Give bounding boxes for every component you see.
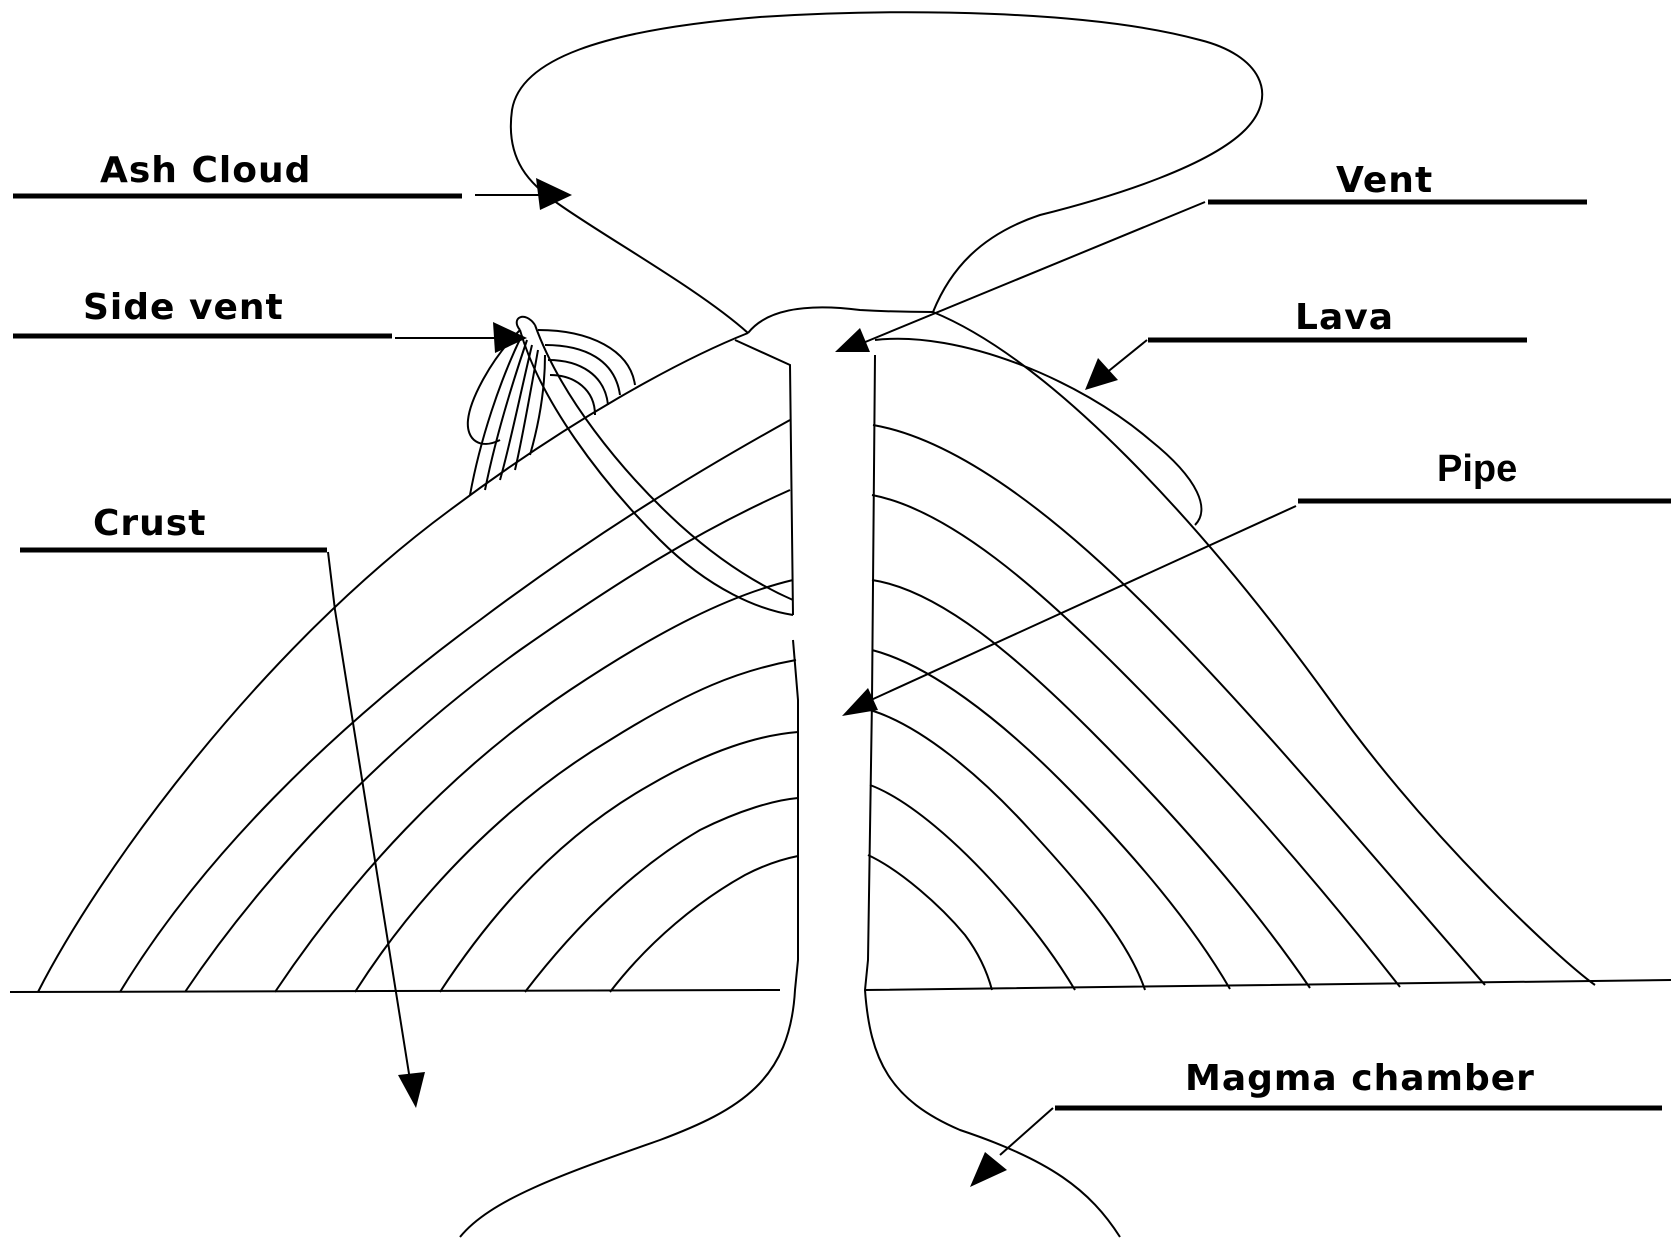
vent-pointer	[858, 202, 1205, 345]
magma-chamber-arrowhead	[970, 1152, 1007, 1187]
ash-cloud-arrowhead	[536, 178, 572, 210]
lava-flow-outline	[875, 339, 1201, 525]
label-pipe: Pipe	[1437, 450, 1517, 488]
crust-arrowhead	[398, 1072, 425, 1108]
vent-cap	[748, 307, 933, 333]
label-ash-cloud: Ash Cloud	[100, 153, 311, 189]
ash-cloud-outline	[511, 12, 1262, 333]
lava-arrowhead	[1085, 358, 1118, 390]
label-side-vent: Side vent	[83, 290, 284, 326]
pipe-right-wall	[865, 355, 1120, 1237]
label-vent: Vent	[1336, 163, 1433, 199]
left-strata	[120, 420, 798, 992]
ground-line	[10, 980, 1671, 992]
label-crust: Crust	[93, 506, 206, 542]
label-magma-chamber: Magma chamber	[1185, 1061, 1535, 1097]
pipe-pointer	[860, 506, 1296, 705]
crust-pointer	[328, 552, 410, 1080]
label-lava: Lava	[1295, 300, 1394, 336]
arrowheads	[398, 178, 1118, 1187]
side-vent	[468, 317, 793, 615]
magma-chamber-pointer	[1000, 1108, 1053, 1155]
vent-arrowhead	[835, 328, 870, 352]
side-vent-arrowhead	[493, 322, 527, 353]
leader-lines	[13, 195, 1671, 1155]
cone-left-slope	[38, 333, 748, 992]
cone-right-slope	[933, 312, 1595, 985]
